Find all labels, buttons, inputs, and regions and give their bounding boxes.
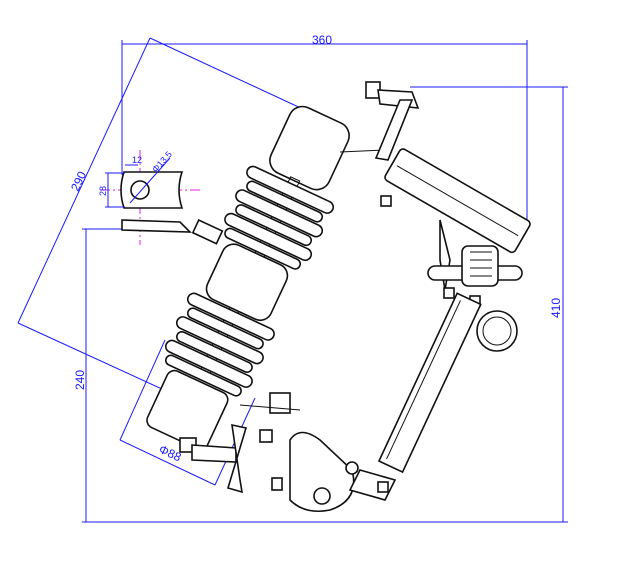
pull-ring bbox=[476, 310, 518, 352]
lower-contact bbox=[179, 392, 397, 513]
dim-insulator-length-label: 290 bbox=[68, 169, 89, 193]
fuse-tube bbox=[377, 292, 482, 474]
dim-height-label: 410 bbox=[549, 298, 563, 318]
dim-slot-width-label: 12 bbox=[132, 155, 142, 165]
dim-slot-height-label: 28 bbox=[98, 186, 108, 196]
upper-contact bbox=[339, 81, 531, 307]
insulator-sheds bbox=[224, 165, 335, 270]
insulator bbox=[146, 105, 350, 451]
terminal-detail: 12 28 Φ13.5 bbox=[98, 149, 200, 245]
dim-hole-diameter-label: Φ13.5 bbox=[150, 149, 174, 174]
dim-lower-height-label: 240 bbox=[73, 370, 87, 390]
dim-width-label: 360 bbox=[312, 33, 332, 47]
